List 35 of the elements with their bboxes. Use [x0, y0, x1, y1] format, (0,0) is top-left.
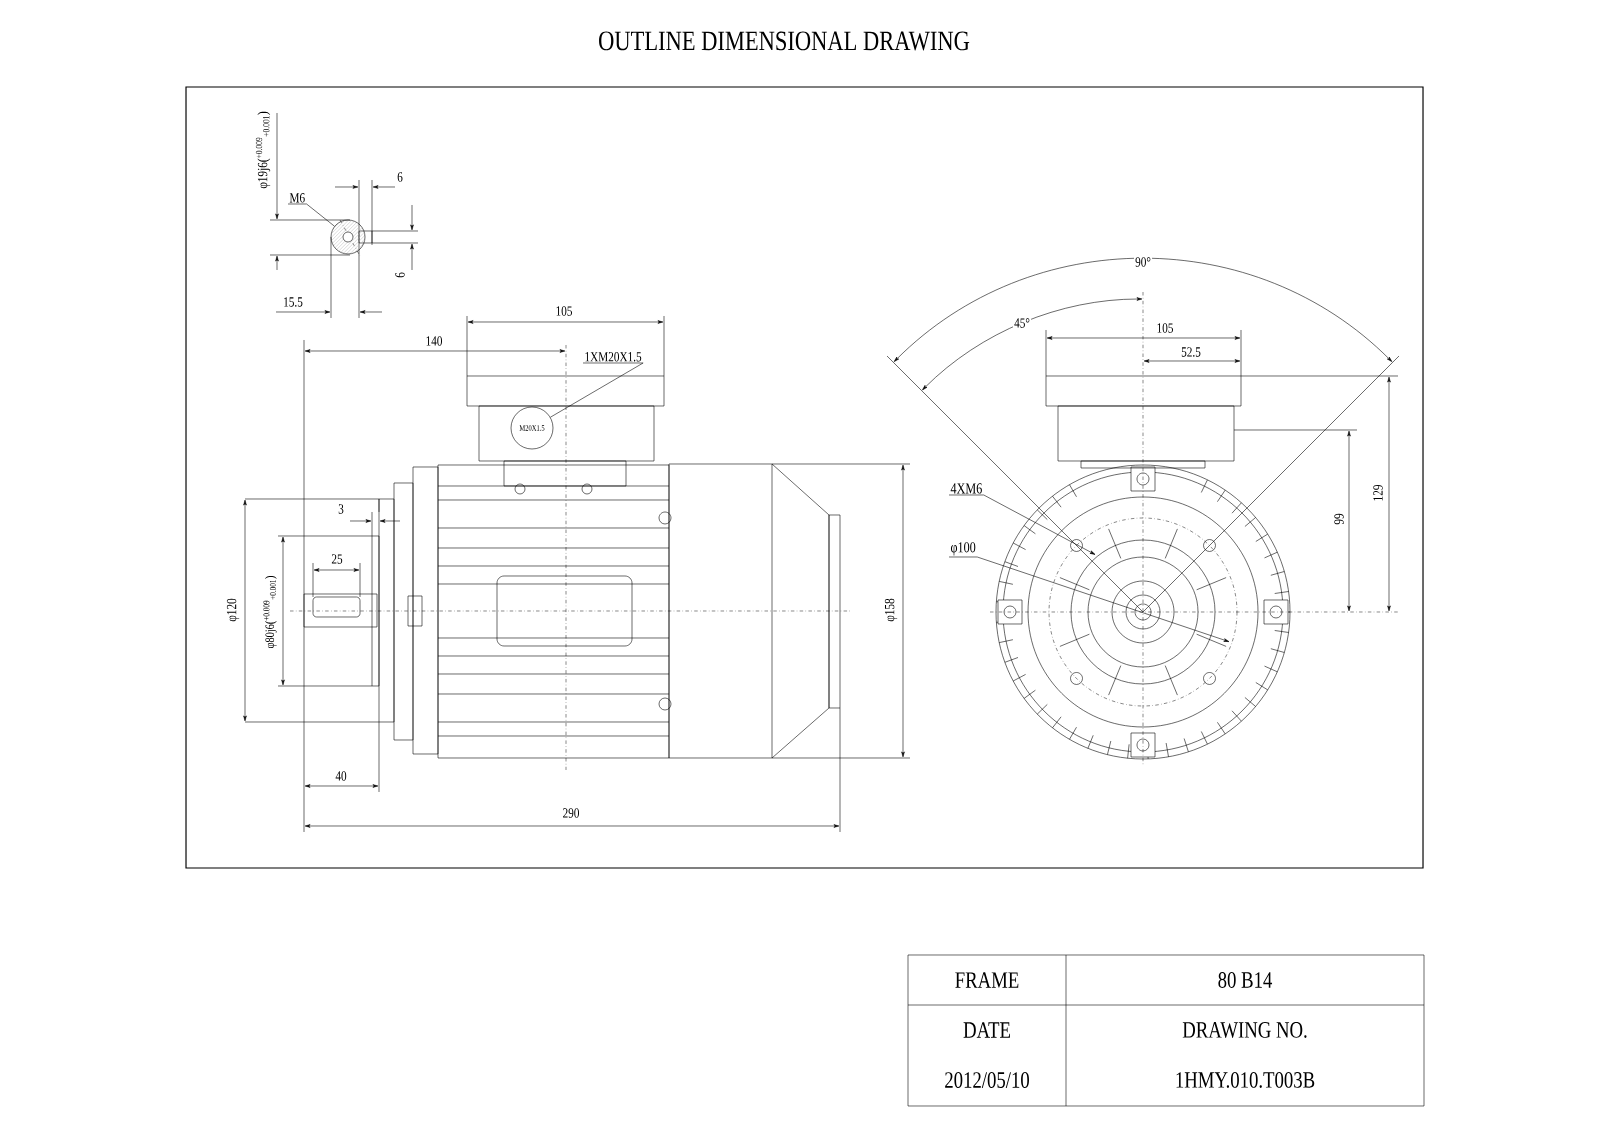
title-block-text: 2012/05/10 [945, 1072, 1029, 1088]
leader-line [948, 494, 1096, 555]
dimension-label: 40 [335, 771, 347, 781]
dimension-label: 105 [1157, 323, 1173, 333]
shaft-section [330, 219, 366, 255]
title-block-text: FRAME [955, 972, 1019, 988]
dimension-label: 129 [1373, 485, 1383, 501]
drawing-title: OUTLINE DIMENSIONAL DRAWING [599, 31, 970, 51]
dimension-label: 6 [397, 172, 403, 182]
leader-line [948, 556, 1230, 642]
dimension-label: 25 [331, 554, 343, 564]
dimension-label: 15.5 [284, 297, 303, 307]
dimension-label: 45° [1012, 317, 1032, 329]
dimension-label: 6 [395, 272, 405, 278]
dimension-label: φ19j6($^{+0.009}$$_{+0.001}$) [255, 111, 271, 189]
callout-label: 1XM20X1.5 [585, 352, 642, 362]
title-block-text: 80 B14 [1218, 972, 1273, 988]
callout-label: M6 [289, 193, 305, 203]
dimension-label: 290 [563, 808, 579, 818]
dimension-label: 90° [1133, 256, 1153, 268]
dimension-label: φ80j6($^{+0.009}$$_{+0.001}$) [263, 576, 277, 649]
dimension-label: 105 [556, 306, 572, 316]
title-block-text: 1HMY.010.T003B [1176, 1072, 1315, 1088]
dimension-label: 140 [426, 336, 442, 346]
dimension-label: 52.5 [1181, 347, 1201, 357]
leader-line [550, 362, 644, 418]
callout-label: 4XM6 [950, 483, 982, 494]
title-block-text: DRAWING NO. [1182, 1022, 1307, 1038]
title-block-text: DATE [963, 1022, 1011, 1038]
dimension-label: φ120 [226, 598, 240, 622]
dimension-label: φ158 [884, 598, 898, 622]
dimension-label: 99 [1334, 513, 1344, 525]
dimension-label: 3 [338, 504, 344, 514]
leader-line [287, 203, 335, 227]
callout-label: φ100 [950, 542, 976, 556]
